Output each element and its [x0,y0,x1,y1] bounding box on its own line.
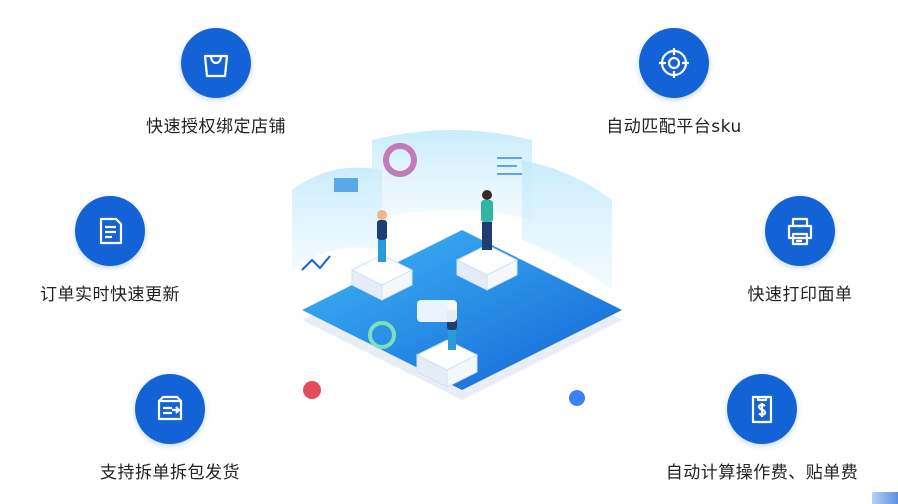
shopping-bag-icon [181,28,251,98]
fee-receipt-icon [727,374,797,444]
feature-label: 自动计算操作费、贴单费 [665,463,859,483]
isometric-platform-illustration [292,130,622,406]
feature-label: 快速授权绑定店铺 [146,117,286,137]
package-split-icon [135,374,205,444]
feature-print-label: 快速打印面单 [690,196,898,305]
feature-shop-binding: 快速授权绑定店铺 [106,28,326,137]
feature-order-update: 订单实时快速更新 [0,196,220,305]
document-list-icon [75,196,145,266]
feature-fee-calc: 自动计算操作费、贴单费 [652,374,872,483]
feature-label: 订单实时快速更新 [40,285,180,305]
feature-label: 自动匹配平台sku [606,117,742,137]
target-crosshair-icon [639,28,709,98]
feature-label: 快速打印面单 [747,285,853,305]
corner-decoration [872,492,898,504]
feature-sku-match: 自动匹配平台sku [564,28,784,137]
feature-label: 支持拆单拆包发货 [100,463,240,483]
feature-split-shipping: 支持拆单拆包发货 [60,374,280,483]
printer-icon [765,196,835,266]
